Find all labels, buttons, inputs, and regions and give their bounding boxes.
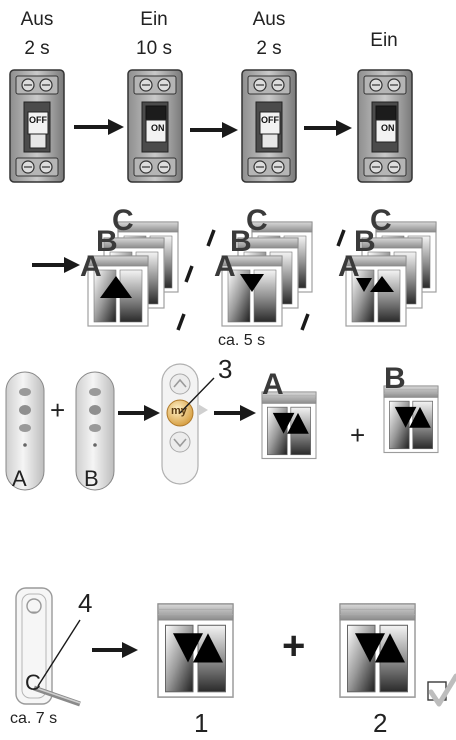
window-number: 2 [373,708,388,738]
stack-letter: B [230,225,252,258]
step-state-label: Aus [252,9,286,30]
remote-pairing-group [5,363,439,491]
arrow-right-icon [92,642,138,658]
window-shutter-icon [339,603,416,698]
breaker-icon [241,69,297,183]
breaker-sequence [9,69,413,183]
remote-label: A [12,466,27,491]
callout-number: 4 [78,588,93,618]
window-shutter-icon [345,221,437,327]
switch-label: OFF [261,115,279,125]
plus-sign: + [50,395,66,425]
stack-letter: C [370,204,392,237]
my-button-label: my [171,405,187,417]
step-time-label: 10 s [136,38,172,59]
arrow-right-icon [74,119,124,135]
breaker-icon [127,69,183,183]
arrow-right-icon [190,122,238,138]
button-label: C [25,670,41,695]
stack-letter: A [80,250,102,283]
separator-slashes [176,229,346,331]
callout-number: 3 [218,354,233,384]
remote-control-icon [75,371,115,491]
window-stack-group [32,221,437,331]
duration-label: ca. 5 s [218,332,266,349]
window-shutter-icon [157,603,234,698]
stack-letter: B [354,225,376,258]
arrow-right-icon [118,405,160,421]
switch-label: ON [151,123,165,133]
plus-sign: + [350,420,366,450]
plus-sign: + [282,624,306,668]
checkmark-icon [427,673,456,707]
my-button-panel [161,363,208,485]
step-state-label: Aus [20,9,54,30]
breaker-icon [9,69,65,183]
duration-label: ca. 7 s [10,710,58,727]
arrow-right-icon [214,405,256,421]
window-shutter-icon [221,221,313,327]
window-letter: B [384,362,406,395]
window-letter: A [262,368,284,401]
arrow-right-icon [32,257,80,273]
switch-label: ON [381,123,395,133]
window-shutter-icon [87,221,179,327]
step-state-label: Ein [140,9,168,30]
stack-letter: B [96,225,118,258]
step-time-label: 2 s [256,38,282,59]
stack-letter: A [338,250,360,283]
step-time-label: 2 s [24,38,50,59]
stack-letter: C [112,204,134,237]
stack-letter: A [214,250,236,283]
breaker-icon [357,69,413,183]
remote-label: B [84,466,99,491]
remote-control-icon [15,587,81,707]
step-state-label: Ein [370,30,398,51]
window-number: 1 [194,708,209,738]
window-shutter-icon [261,391,317,460]
remote-control-icon [5,371,45,491]
window-shutter-icon [383,385,439,454]
final-pairing-group [15,587,456,707]
arrow-right-icon [304,120,352,136]
stack-letter: C [246,204,268,237]
switch-label: OFF [29,115,47,125]
